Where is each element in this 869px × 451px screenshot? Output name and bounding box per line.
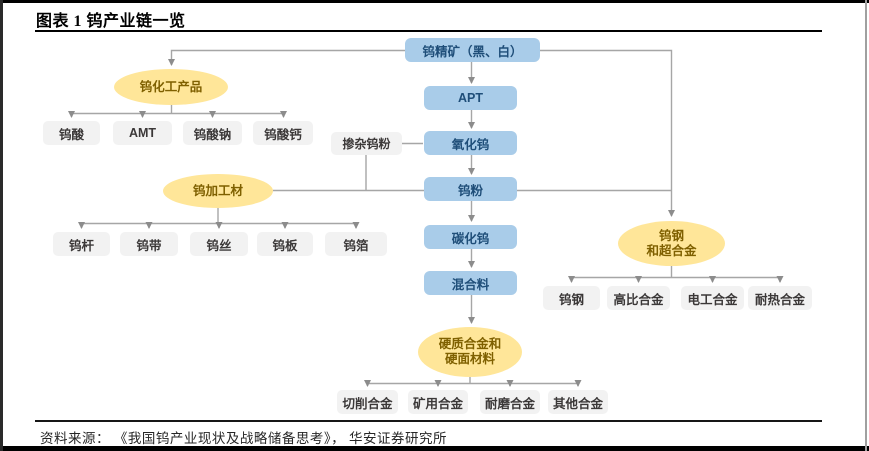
frame-edge-right	[865, 0, 867, 451]
node-tungstic-acid: 钨酸	[43, 121, 100, 145]
node-amt: AMT	[113, 121, 172, 145]
group-tungsten-processed-materials: 钨加工材	[163, 174, 273, 208]
node-mixture: 混合料	[424, 271, 517, 295]
node-tungsten-strip: 钨带	[120, 232, 178, 256]
node-tungsten-oxide: 氧化钨	[424, 131, 517, 155]
node-tungsten-foil: 钨箔	[325, 232, 387, 256]
group-tungsten-steel-superalloy: 钨钢 和超合金	[618, 221, 725, 266]
group-cemented-carbide-hardfacing: 硬质合金和 硬面材料	[418, 327, 522, 377]
node-tungsten-steel: 钨钢	[543, 286, 600, 310]
node-cutting-alloy: 切削合金	[337, 390, 398, 414]
node-tungsten-carbide: 碳化钨	[424, 225, 517, 249]
footer-divider	[35, 420, 822, 422]
node-apt: APT	[424, 86, 517, 110]
frame-edge-top	[0, 0, 869, 3]
frame-edge-left	[0, 0, 3, 451]
node-tungsten-rod: 钨杆	[53, 232, 110, 256]
node-mining-alloy: 矿用合金	[408, 390, 468, 414]
node-tungsten-wire: 钨丝	[190, 232, 248, 256]
frame-edge-bottom	[0, 446, 869, 451]
node-sodium-tungstate: 钨酸钠	[183, 121, 242, 145]
node-other-alloy: 其他合金	[548, 390, 608, 414]
source-note: 资料来源： 《我国钨产业现状及战略储备思考》， 华安证券研究所	[40, 431, 447, 446]
node-heat-resistant-alloy: 耐热合金	[748, 286, 812, 310]
node-high-density-alloy: 高比合金	[607, 286, 670, 310]
node-electrical-alloy: 电工合金	[681, 286, 744, 310]
node-doped-tungsten-powder: 掺杂钨粉	[331, 132, 402, 155]
node-tungsten-powder: 钨粉	[424, 177, 517, 201]
node-tungsten-plate: 钨板	[257, 232, 313, 256]
node-wear-resistant-alloy: 耐磨合金	[480, 390, 540, 414]
node-calcium-tungstate: 钨酸钙	[253, 121, 313, 145]
group-tungsten-chemical-products: 钨化工产品	[114, 69, 228, 105]
node-tungsten-concentrate: 钨精矿（黑、白）	[405, 38, 540, 62]
title-divider	[35, 30, 822, 32]
figure-title: 图表 1 钨产业链一览	[36, 13, 186, 30]
